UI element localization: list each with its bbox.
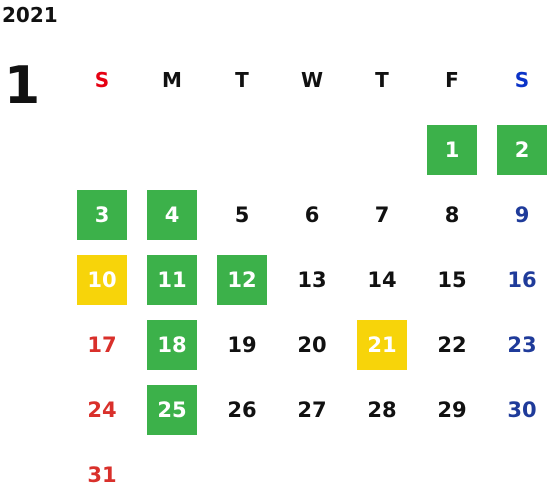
calendar-day-24[interactable]: 24: [87, 398, 117, 422]
calendar-day-10[interactable]: 10: [77, 255, 127, 305]
calendar-day-25[interactable]: 25: [147, 385, 197, 435]
calendar-day-29[interactable]: 29: [437, 398, 467, 422]
weekday-header-sunday: S: [94, 68, 110, 92]
calendar-day-18[interactable]: 18: [147, 320, 197, 370]
weekday-header-tuesday: T: [235, 68, 249, 92]
calendar-day-8[interactable]: 8: [444, 203, 460, 227]
calendar-day-7[interactable]: 7: [374, 203, 390, 227]
calendar-day-5[interactable]: 5: [234, 203, 250, 227]
weekday-header-friday: F: [445, 68, 459, 92]
calendar-day-31[interactable]: 31: [87, 463, 117, 487]
calendar-day-12[interactable]: 12: [217, 255, 267, 305]
calendar-day-9[interactable]: 9: [514, 203, 530, 227]
calendar-day-13[interactable]: 13: [297, 268, 327, 292]
calendar-day-6[interactable]: 6: [304, 203, 320, 227]
calendar-day-26[interactable]: 26: [227, 398, 257, 422]
calendar-day-4[interactable]: 4: [147, 190, 197, 240]
calendar-day-1[interactable]: 1: [427, 125, 477, 175]
year-label: 2021: [2, 3, 58, 27]
calendar-day-11[interactable]: 11: [147, 255, 197, 305]
calendar-day-2[interactable]: 2: [497, 125, 547, 175]
calendar-day-17[interactable]: 17: [87, 333, 117, 357]
calendar-day-22[interactable]: 22: [437, 333, 467, 357]
calendar-day-27[interactable]: 27: [297, 398, 327, 422]
calendar-day-19[interactable]: 19: [227, 333, 257, 357]
calendar-day-14[interactable]: 14: [367, 268, 397, 292]
calendar-day-30[interactable]: 30: [507, 398, 537, 422]
weekday-header-saturday: S: [514, 68, 530, 92]
calendar-day-23[interactable]: 23: [507, 333, 537, 357]
calendar-day-15[interactable]: 15: [437, 268, 467, 292]
calendar-day-28[interactable]: 28: [367, 398, 397, 422]
month-number: 1: [4, 56, 41, 116]
weekday-header-monday: M: [162, 68, 182, 92]
calendar-day-21[interactable]: 21: [357, 320, 407, 370]
weekday-header-thursday: T: [375, 68, 389, 92]
calendar-day-3[interactable]: 3: [77, 190, 127, 240]
calendar-day-16[interactable]: 16: [507, 268, 537, 292]
calendar-day-20[interactable]: 20: [297, 333, 327, 357]
weekday-header-wednesday: W: [300, 68, 324, 92]
